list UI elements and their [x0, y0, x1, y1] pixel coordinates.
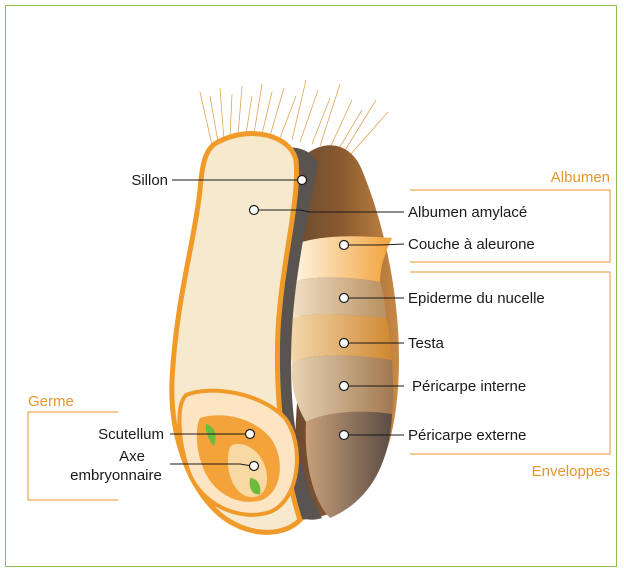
- label-axe-line2: embryonnaire: [70, 467, 162, 484]
- testa-layer: [289, 315, 392, 362]
- label-couche-aleurone: Couche à aleurone: [408, 236, 535, 253]
- dot-pericarpe-externe: [340, 431, 349, 440]
- dot-scutellum: [246, 430, 255, 439]
- group-label-albumen: Albumen: [551, 169, 610, 186]
- group-label-germe: Germe: [28, 393, 74, 410]
- label-axe-line1: Axe: [119, 448, 145, 465]
- dot-pericarpe-interne: [340, 382, 349, 391]
- label-sillon: Sillon: [131, 172, 168, 189]
- label-testa: Testa: [408, 335, 445, 352]
- dot-testa: [340, 339, 349, 348]
- label-albumen-amylace: Albumen amylacé: [408, 204, 527, 221]
- label-pericarpe-externe: Péricarpe externe: [408, 427, 526, 444]
- dot-epiderme: [340, 294, 349, 303]
- label-pericarpe-interne: Péricarpe interne: [412, 378, 526, 395]
- dot-albumen-amylace: [250, 206, 259, 215]
- dot-sillon: [298, 176, 307, 185]
- label-scutellum: Scutellum: [98, 426, 164, 443]
- dot-axe: [250, 462, 259, 471]
- group-label-enveloppes: Enveloppes: [532, 463, 610, 480]
- dot-couche-aleurone: [340, 241, 349, 250]
- label-epiderme-nucelle: Epiderme du nucelle: [408, 290, 545, 307]
